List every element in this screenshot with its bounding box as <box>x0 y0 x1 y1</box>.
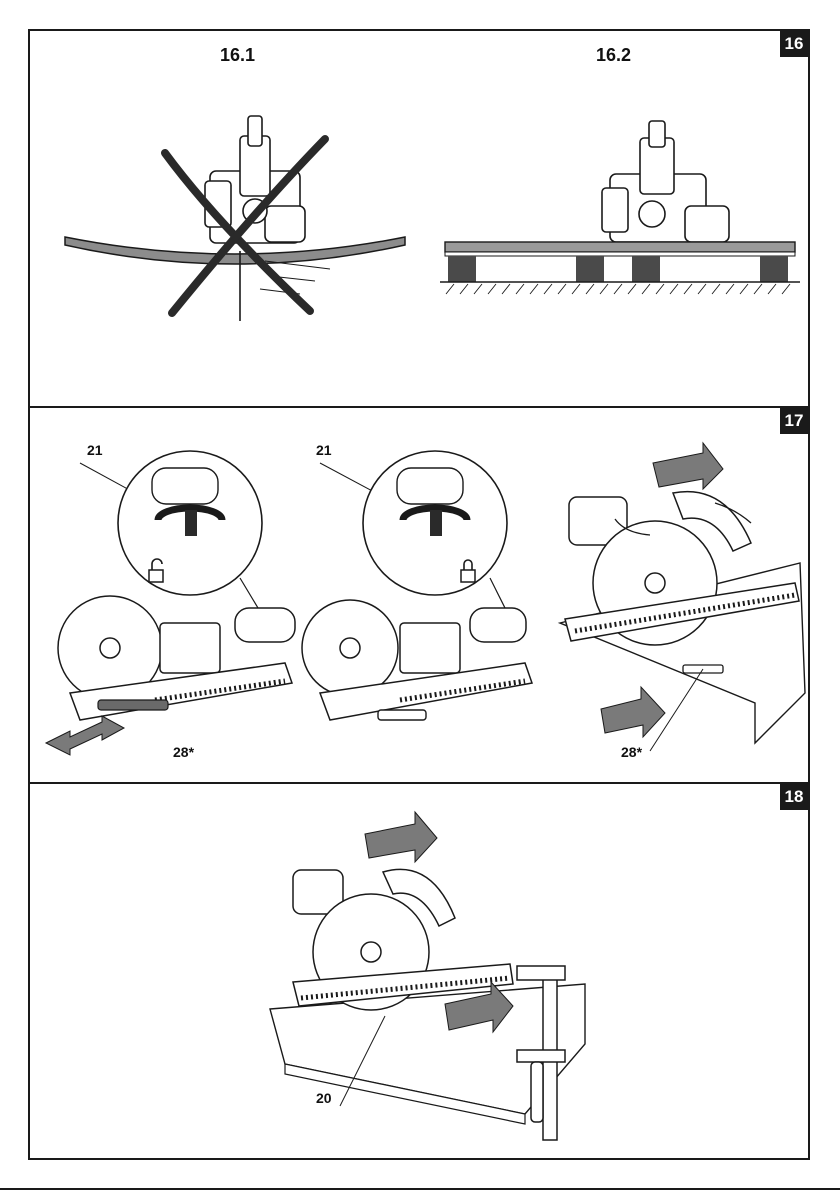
saw-on-supported-board-illustration <box>440 116 800 316</box>
page-frame: 16 16.1 16.2 <box>28 29 810 1160</box>
prohibited-cross-icon <box>160 131 330 316</box>
cutting-with-clamped-workpiece-illustration <box>255 794 615 1144</box>
figure-18-panel: 18 20 <box>30 784 808 1158</box>
figure-16-2-title: 16.2 <box>596 45 631 66</box>
figure-17-panel: 17 21 21 28* 28* <box>30 408 808 784</box>
cutting-with-parallel-guide-illustration <box>555 423 810 763</box>
figure-16-number: 16 <box>780 31 808 57</box>
figure-18-number: 18 <box>780 784 808 810</box>
page-bottom-edge <box>0 1186 840 1192</box>
saw-guide-locked-illustration <box>300 438 540 728</box>
figure-16-1-title: 16.1 <box>220 45 255 66</box>
figure-16-panel: 16 16.1 16.2 <box>30 31 808 408</box>
saw-guide-unlocked-illustration <box>40 438 310 763</box>
